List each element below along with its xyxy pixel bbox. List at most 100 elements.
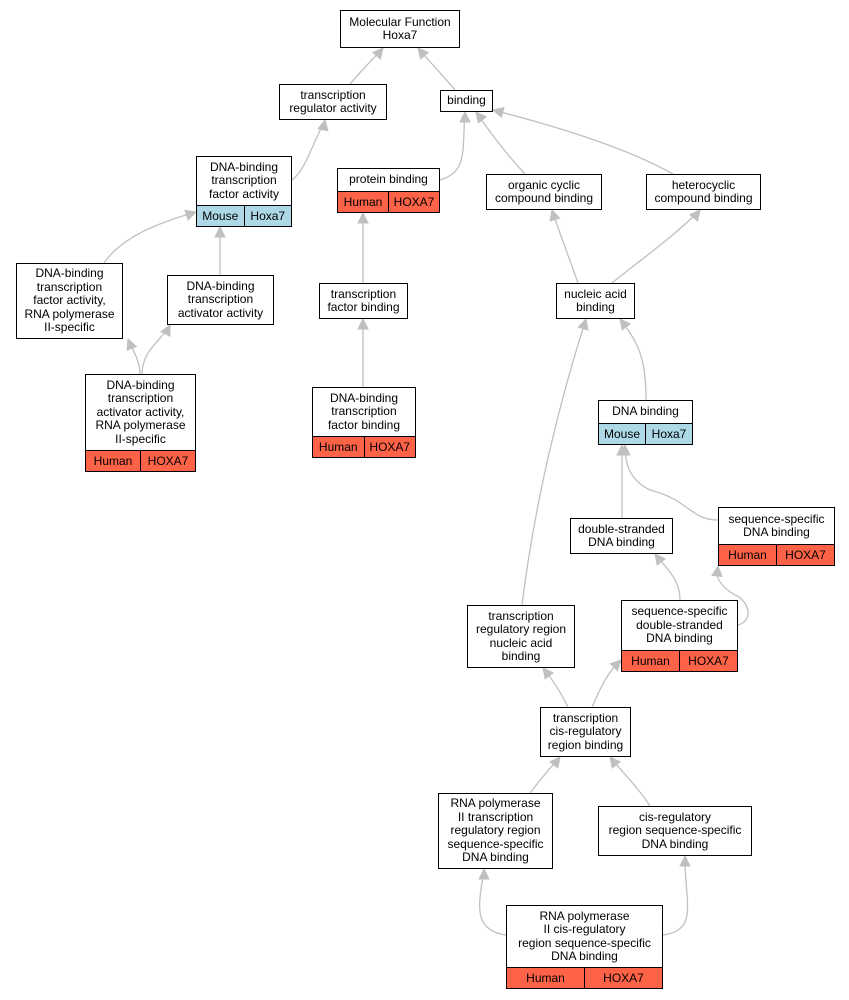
node-dna-binding-transcription-factor-binding[interactable]: DNA-binding transcription factor binding… xyxy=(312,387,416,458)
annotation-row: Human HOXA7 xyxy=(507,967,662,988)
annotation-row: Human HOXA7 xyxy=(719,544,834,565)
node-label: DNA-binding transcription activator acti… xyxy=(95,377,186,446)
node-transcription-regulator-activity[interactable]: transcription regulator activity xyxy=(279,84,387,120)
gene-cell: Hoxa7 xyxy=(243,206,292,226)
arrowhead-dbtaa2-dbtaa xyxy=(160,324,171,337)
gene-cell: HOXA7 xyxy=(584,968,662,988)
arrowhead-dbtfa-tra xyxy=(317,118,329,132)
node-label: cis-regulatory region sequence-specific … xyxy=(608,809,742,851)
species-cell: Human xyxy=(631,654,670,668)
arrowhead-ssdsdb-ssdb xyxy=(711,564,723,578)
annotation-row: Human HOXA7 xyxy=(622,650,737,671)
edge-rnap2cr-crrssdb xyxy=(662,855,689,936)
arrowhead-ssdsdb-dsdb xyxy=(654,553,667,566)
node-double-stranded-dna-binding[interactable]: double-stranded DNA binding xyxy=(570,518,673,554)
node-label: sequence-specific double-stranded DNA bi… xyxy=(631,604,728,646)
arrowhead-dsdb-dnab xyxy=(616,443,628,456)
gene-cell: HOXA7 xyxy=(679,651,737,671)
node-label: DNA binding xyxy=(612,404,679,419)
arrowhead-hcb-binding xyxy=(491,106,505,119)
node-protein-binding[interactable]: protein binding Human HOXA7 xyxy=(337,168,440,213)
gene-cell: Hoxa7 xyxy=(645,424,692,444)
node-cis-regulatory-region-sequence-specific-dna-binding[interactable]: cis-regulatory region sequence-specific … xyxy=(598,806,752,856)
node-label: binding xyxy=(447,93,486,108)
node-label: transcription regulator activity xyxy=(289,87,377,115)
arrowhead-trrnab-nab xyxy=(577,317,589,331)
node-label: DNA-binding transcription factor activit… xyxy=(208,159,280,201)
node-transcription-cis-regulatory-region-binding[interactable]: transcription cis-regulatory region bind… xyxy=(540,707,631,757)
node-sequence-specific-dna-binding[interactable]: sequence-specific DNA binding Human HOXA… xyxy=(718,507,835,566)
node-label: DNA-binding transcription activator acti… xyxy=(177,278,264,320)
node-heterocyclic-compound-binding[interactable]: heterocyclic compound binding xyxy=(646,174,761,210)
arrowhead-dbtaa-dbtfa xyxy=(214,225,226,238)
node-label: heterocyclic compound binding xyxy=(654,177,753,205)
species-cell: Human xyxy=(318,440,358,454)
node-dna-binding-transcription-activator-activity[interactable]: DNA-binding transcription activator acti… xyxy=(167,275,274,325)
gene-cell: HOXA7 xyxy=(776,545,834,565)
species-cell: Human xyxy=(526,971,565,985)
arrowhead-dnab-nab xyxy=(619,318,632,331)
node-sequence-specific-double-stranded-dna-binding[interactable]: sequence-specific double-stranded DNA bi… xyxy=(621,600,738,672)
arrowhead-tfb-pb xyxy=(357,211,369,224)
species-cell: Mouse xyxy=(202,209,239,223)
node-label: transcription regulatory region nucleic … xyxy=(475,608,567,663)
edge-dbtfa2-dbtfa xyxy=(103,211,197,264)
node-dna-binding-transcription-factor-activity[interactable]: DNA-binding transcription factor activit… xyxy=(196,156,292,227)
node-label: nucleic acid binding xyxy=(564,286,627,314)
annotation-row: Human HOXA7 xyxy=(313,436,415,457)
arrowhead-tra-mf xyxy=(371,47,384,60)
node-organic-cyclic-compound-binding[interactable]: organic cyclic compound binding xyxy=(486,174,602,210)
arrowhead-binding-mf xyxy=(417,47,430,60)
arrowhead-nab-hcb xyxy=(688,209,701,222)
node-nucleic-acid-binding[interactable]: nucleic acid binding xyxy=(556,283,635,319)
arrowhead-nab-ocb xyxy=(549,208,561,222)
node-binding[interactable]: binding xyxy=(440,90,493,112)
node-label: RNA polymerase II transcription regulato… xyxy=(447,796,544,865)
edge-trrnab-nab xyxy=(521,318,587,606)
node-label: transcription factor binding xyxy=(327,286,400,314)
edge-hcb-binding xyxy=(492,109,674,175)
node-rnap2-transcription-regulatory-region-binding[interactable]: RNA polymerase II transcription regulato… xyxy=(438,793,553,869)
edge-dnab-nab xyxy=(619,318,647,401)
species-cell: Human xyxy=(343,195,383,209)
arrowhead-dbtfb-tfb xyxy=(357,317,369,330)
gene-cell: HOXA7 xyxy=(140,451,195,471)
arrowhead-dbtfa2-dbtfa xyxy=(184,209,198,221)
arrowhead-rnap2cr-rnap2trr xyxy=(478,867,490,880)
annotation-row: Mouse Hoxa7 xyxy=(599,423,692,444)
node-label: Molecular Function Hoxa7 xyxy=(349,14,451,42)
species-cell: Mouse xyxy=(603,427,641,441)
node-label: DNA-binding transcription factor activit… xyxy=(24,266,115,335)
node-label: protein binding xyxy=(349,172,428,187)
node-label: sequence-specific DNA binding xyxy=(728,511,825,539)
edge-nab-hcb xyxy=(611,209,701,284)
annotation-row: Human HOXA7 xyxy=(338,191,439,212)
arrowhead-rnap2trr-tcrrb xyxy=(548,756,561,769)
node-rnap2-cis-regulatory-region-binding[interactable]: RNA polymerase II cis-regulatory region … xyxy=(506,905,663,989)
node-label: organic cyclic compound binding xyxy=(494,177,594,205)
node-label: double-stranded DNA binding xyxy=(578,521,665,549)
node-label: RNA polymerase II cis-regulatory region … xyxy=(518,908,651,963)
species-cell: Human xyxy=(728,548,767,562)
node-transcription-factor-binding[interactable]: transcription factor binding xyxy=(319,283,408,319)
annotation-row: Mouse Hoxa7 xyxy=(197,205,291,226)
node-dna-binding[interactable]: DNA binding Mouse Hoxa7 xyxy=(598,400,693,445)
annotation-row: Human HOXA7 xyxy=(86,450,195,471)
arrowhead-crrssdb-tcrrb xyxy=(609,756,622,769)
node-molecular-function[interactable]: Molecular Function Hoxa7 xyxy=(340,10,460,48)
node-dna-binding-transcription-factor-activity-rnap2[interactable]: DNA-binding transcription factor activit… xyxy=(16,263,123,339)
arrowhead-tcrrb-ssdsdb xyxy=(609,659,622,672)
gene-cell: HOXA7 xyxy=(388,192,439,212)
node-transcription-regulatory-region-nucleic-acid-binding[interactable]: transcription regulatory region nucleic … xyxy=(467,605,575,668)
edge-pb-binding xyxy=(439,111,466,181)
species-cell: Human xyxy=(93,454,133,468)
arrowhead-pb-binding xyxy=(459,110,471,123)
arrowhead-rnap2cr-crrssdb xyxy=(679,854,691,867)
node-label: DNA-binding transcription factor binding xyxy=(327,390,401,432)
node-dna-binding-transcription-activator-activity-rnap2[interactable]: DNA-binding transcription activator acti… xyxy=(85,374,196,472)
arrowhead-dbtaa2-dbtfa2 xyxy=(126,337,138,351)
arrowhead-tcrrb-trrnab xyxy=(542,667,555,680)
edge-ocb-binding xyxy=(475,111,526,175)
arrowhead-ocb-binding xyxy=(475,111,488,124)
